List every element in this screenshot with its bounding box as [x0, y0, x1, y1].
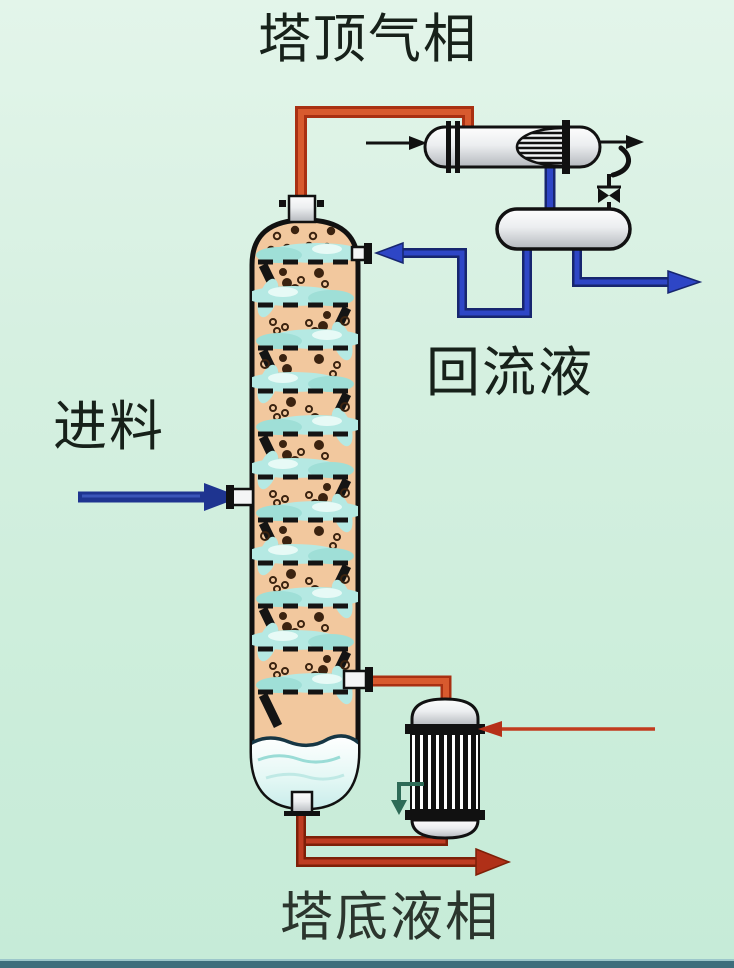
- column-trays: [252, 225, 358, 728]
- column-sump: [252, 734, 358, 808]
- condenser-shell: [423, 125, 602, 169]
- reflux-pipe: [373, 241, 532, 318]
- label-top-vapor: 塔顶气相: [258, 11, 478, 69]
- vent-valve: [597, 145, 631, 213]
- reboiler-draw-nozzle: [342, 667, 373, 692]
- column-bottom-nozzle: [284, 790, 320, 816]
- feed-arrow: [78, 483, 241, 511]
- reboiler-top-head: [410, 697, 480, 728]
- label-reflux: 回流液: [426, 343, 594, 403]
- reflux-nozzle: [350, 243, 372, 264]
- reflux-drum: [495, 207, 632, 251]
- overhead-vapor-pipe: [295, 106, 474, 206]
- feed-nozzle: [226, 485, 255, 509]
- condenser: [366, 120, 644, 174]
- coolant-outlet-arrow: [600, 135, 644, 149]
- bottoms-arrow: [475, 847, 512, 877]
- label-feed: 进料: [53, 397, 165, 457]
- label-bottom-liquid: 塔底液相: [280, 889, 500, 947]
- reboiler-tubes: [410, 733, 480, 811]
- bottom-border-bar: [0, 959, 734, 968]
- distillate-pipe: [572, 246, 703, 295]
- reflux-arrow: [373, 241, 404, 265]
- steam-inlet-arrow: [478, 721, 655, 737]
- reboiler-bottom-head: [410, 818, 480, 840]
- column-top-nozzle: [279, 194, 324, 224]
- reboiler: [405, 697, 485, 840]
- distillation-column: [226, 194, 373, 816]
- condensate-outlet-arrow: [391, 782, 424, 815]
- coolant-inlet-arrow: [366, 136, 427, 150]
- distillate-arrow: [667, 269, 703, 295]
